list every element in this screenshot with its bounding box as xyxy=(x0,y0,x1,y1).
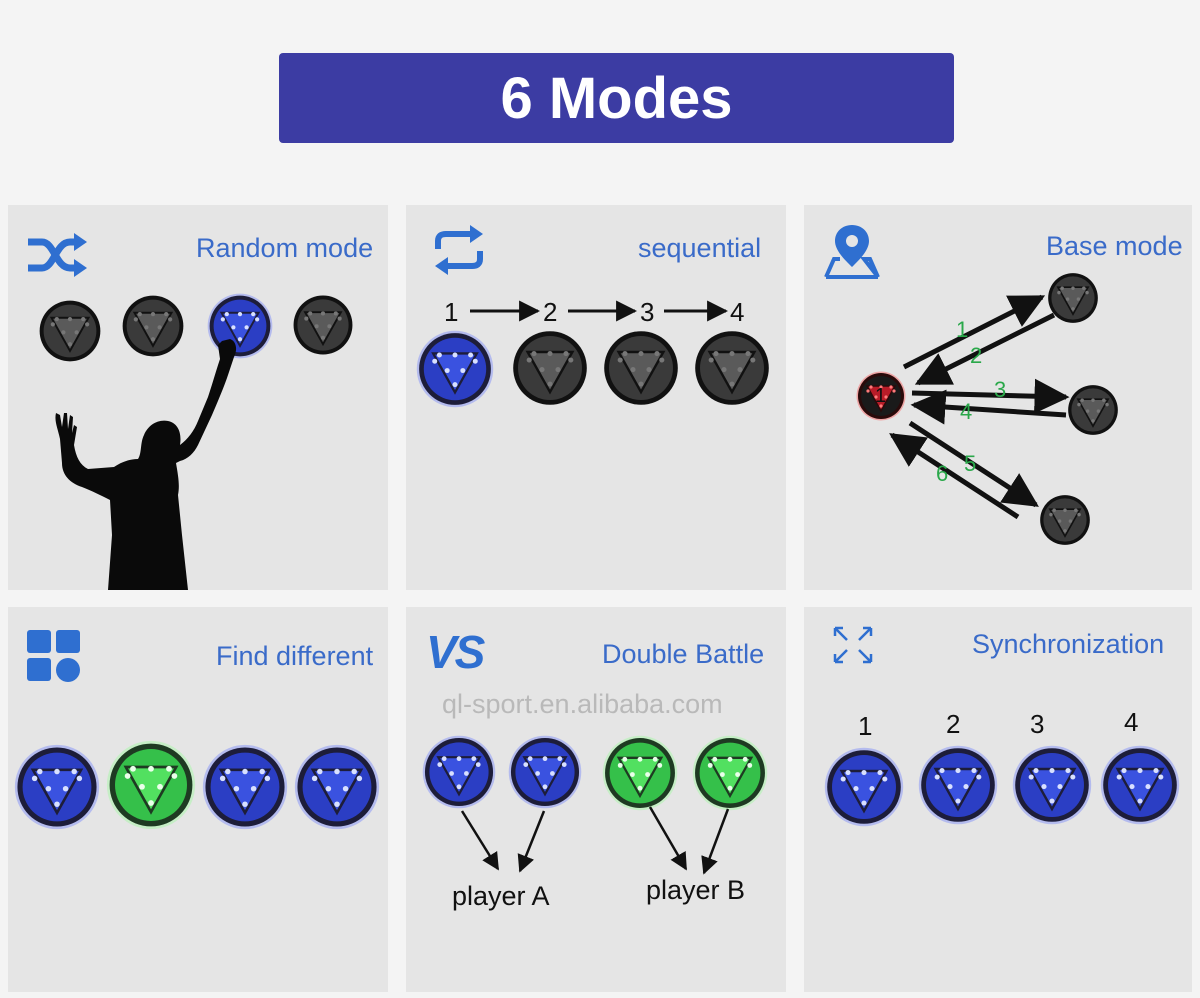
arrow-number: 6 xyxy=(936,461,949,486)
pod-lit-blue xyxy=(1012,745,1092,825)
base-mode-panel: Base mode 1 2 3 4 5 6 1 xyxy=(804,205,1192,590)
pod-number: 1 xyxy=(858,711,873,741)
pod-lit-green xyxy=(602,735,678,811)
pod-lit-blue xyxy=(14,744,100,830)
pod-number: 4 xyxy=(1124,707,1139,737)
page-title-banner: 6 Modes xyxy=(279,53,954,143)
pod-lit-blue xyxy=(918,745,998,825)
double-battle-title: Double Battle xyxy=(602,639,765,669)
pod-off xyxy=(1038,493,1092,547)
pod-lit-blue xyxy=(202,744,288,830)
find-different-title: Find different xyxy=(216,641,374,671)
pod-number: 3 xyxy=(1030,709,1045,739)
pod-off xyxy=(37,298,103,364)
pod-lit-blue xyxy=(508,735,582,809)
shuffle-icon xyxy=(26,232,88,278)
step-number: 3 xyxy=(640,297,655,327)
player-arrows xyxy=(460,806,730,875)
random-mode-panel: Random mode xyxy=(8,205,388,590)
map-pin-icon xyxy=(822,223,882,279)
pod-lit-blue xyxy=(416,330,494,408)
pod-off xyxy=(601,328,681,408)
pod-off xyxy=(120,293,186,359)
pod-lit-blue xyxy=(422,735,496,809)
double-battle-panel: VS Double Battle ql-sport.en.alibaba.com… xyxy=(406,607,786,992)
random-mode-title: Random mode xyxy=(196,233,374,263)
base-center-label: 1 xyxy=(875,385,887,407)
repeat-icon xyxy=(430,223,488,277)
watermark: ql-sport.en.alibaba.com xyxy=(442,689,723,719)
pod-off xyxy=(1066,383,1120,437)
arrow-number: 4 xyxy=(960,399,973,424)
vs-icon: VS xyxy=(426,626,485,678)
step-number: 1 xyxy=(444,297,459,327)
pod-lit-blue xyxy=(824,747,904,827)
pod-off xyxy=(291,293,355,357)
arrow-number: 5 xyxy=(964,451,977,476)
sequence-arrows xyxy=(470,300,729,322)
player-b-label: player B xyxy=(646,875,746,905)
base-arrows xyxy=(889,294,1070,520)
player-a-label: player A xyxy=(452,881,550,911)
sequential-mode-panel: sequential 1 2 3 4 xyxy=(406,205,786,590)
pod-lit-green xyxy=(692,735,768,811)
arrow-number: 2 xyxy=(970,343,983,368)
pod-off xyxy=(1046,271,1100,325)
page-title: 6 Modes xyxy=(500,65,733,131)
pod-number: 2 xyxy=(946,709,961,739)
arrow-number: 3 xyxy=(994,377,1007,402)
pod-off xyxy=(510,328,590,408)
synchronization-panel: Synchronization 1 2 3 4 xyxy=(804,607,1192,992)
sequential-mode-title: sequential xyxy=(638,233,762,263)
expand-arrows-icon xyxy=(832,625,874,665)
step-number: 2 xyxy=(543,297,558,327)
pod-base-red xyxy=(856,371,906,421)
pod-off xyxy=(692,328,772,408)
player-silhouette xyxy=(48,335,248,590)
base-mode-title: Base mode xyxy=(1046,231,1183,261)
pod-lit-blue xyxy=(1100,745,1180,825)
synchronization-title: Synchronization xyxy=(972,629,1165,659)
pod-lit-green xyxy=(106,740,196,830)
shapes-grid-icon xyxy=(26,629,82,683)
pod-lit-blue xyxy=(294,744,380,830)
find-different-panel: Find different xyxy=(8,607,388,992)
arrow-number: 1 xyxy=(956,317,969,342)
step-number: 4 xyxy=(730,297,745,327)
